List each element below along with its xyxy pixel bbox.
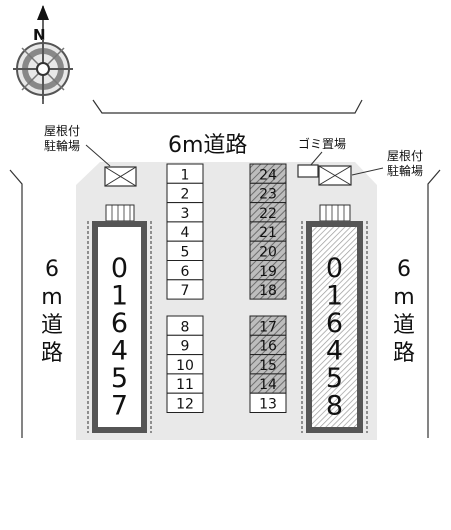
- bike-shelter-right-line2: 駐輪場: [387, 163, 423, 178]
- bike-shelter-right: 屋根付 駐輪場: [318, 149, 423, 186]
- parking-space-label: 4: [181, 225, 190, 241]
- parking-space-label: 24: [259, 167, 277, 183]
- parking-space-5[interactable]: 5: [166, 240, 204, 261]
- bike-shelter-right-line1: 屋根付: [387, 149, 423, 163]
- road-label-left: 6 m 道 路: [41, 257, 63, 366]
- bike-shelter-left-line1: 屋根付: [44, 124, 80, 138]
- parking-space-17[interactable]: 17: [249, 315, 287, 336]
- svg-text:6: 6: [45, 257, 59, 282]
- compass: N: [13, 5, 73, 104]
- parking-space-label: 10: [176, 358, 194, 374]
- svg-text:6: 6: [397, 257, 411, 282]
- parking-space-2[interactable]: 2: [166, 182, 204, 204]
- parking-space-label: 3: [181, 206, 190, 222]
- building-right-stairs: [319, 204, 351, 222]
- parking-space-label: 16: [259, 339, 277, 355]
- parking-space-14[interactable]: 14: [249, 373, 287, 394]
- parking-space-7[interactable]: 7: [166, 279, 204, 300]
- parking-space-22[interactable]: 22: [249, 202, 287, 223]
- parking-space-label: 21: [259, 225, 277, 241]
- parking-space-23[interactable]: 23: [249, 182, 287, 204]
- parking-space-label: 9: [181, 339, 190, 355]
- parking-space-label: 18: [259, 283, 277, 299]
- svg-text:m: m: [41, 285, 62, 310]
- parking-space-label: 22: [259, 206, 277, 222]
- parking-space-10[interactable]: 10: [166, 354, 204, 375]
- road-edge-left: [9, 169, 23, 438]
- parking-space-label: 1: [181, 167, 190, 183]
- parking-space-12[interactable]: 12: [166, 392, 204, 414]
- parking-space-13[interactable]: 13: [249, 392, 287, 414]
- bike-shelter-left-line2: 駐輪場: [44, 138, 80, 153]
- parking-space-label: 19: [259, 264, 277, 280]
- road-label-top: 6m道路: [168, 133, 247, 158]
- parking-space-label: 13: [259, 397, 277, 413]
- road-edge-top: [92, 99, 363, 114]
- parking-space-4[interactable]: 4: [166, 221, 204, 242]
- garbage-box: [297, 164, 319, 178]
- compass-north-arrow-icon: [37, 5, 49, 20]
- building-right[interactable]: [301, 204, 368, 433]
- parking-space-21[interactable]: 21: [249, 221, 287, 242]
- road-edge-right: [427, 169, 441, 438]
- parking-space-label: 20: [259, 245, 277, 261]
- parking-space-label: 17: [259, 319, 277, 335]
- building-right-interior: [312, 227, 357, 427]
- parking-space-6[interactable]: 6: [166, 260, 204, 281]
- parking-space-label: 6: [181, 264, 190, 280]
- svg-text:道: 道: [393, 313, 415, 338]
- compass-center: [36, 62, 50, 76]
- svg-text:m: m: [393, 285, 414, 310]
- road-label-right: 6 m 道 路: [393, 257, 415, 366]
- parking-space-label: 14: [259, 377, 277, 393]
- parking-space-label: 7: [181, 283, 190, 299]
- bike-shelter-left: 屋根付 駐輪場: [44, 124, 137, 187]
- parking-space-label: 11: [176, 377, 194, 393]
- svg-text:路: 路: [393, 341, 415, 366]
- building-left[interactable]: [87, 204, 152, 433]
- parking-space-8[interactable]: 8: [166, 315, 204, 336]
- building-left-interior: [98, 227, 141, 427]
- parking-space-label: 15: [259, 358, 277, 374]
- parking-space-19[interactable]: 19: [249, 260, 287, 281]
- garbage-area: ゴミ置場: [297, 136, 346, 178]
- parking-space-18[interactable]: 18: [249, 279, 287, 300]
- parking-space-1[interactable]: 1: [166, 163, 204, 184]
- parking-space-label: 2: [181, 187, 190, 203]
- parking-space-20[interactable]: 20: [249, 240, 287, 261]
- garbage-label: ゴミ置場: [298, 136, 346, 151]
- parking-space-9[interactable]: 9: [166, 334, 204, 356]
- svg-text:道: 道: [41, 313, 63, 338]
- parking-space-3[interactable]: 3: [166, 202, 204, 223]
- parking-space-label: 12: [176, 397, 194, 413]
- svg-text:路: 路: [41, 341, 63, 366]
- parking-space-label: 23: [259, 187, 277, 203]
- parking-space-11[interactable]: 11: [166, 373, 204, 394]
- parking-space-label: 8: [181, 319, 190, 335]
- parking-space-24[interactable]: 24: [249, 163, 287, 184]
- parking-space-label: 5: [181, 245, 190, 261]
- parking-space-16[interactable]: 16: [249, 334, 287, 356]
- parking-space-15[interactable]: 15: [249, 354, 287, 375]
